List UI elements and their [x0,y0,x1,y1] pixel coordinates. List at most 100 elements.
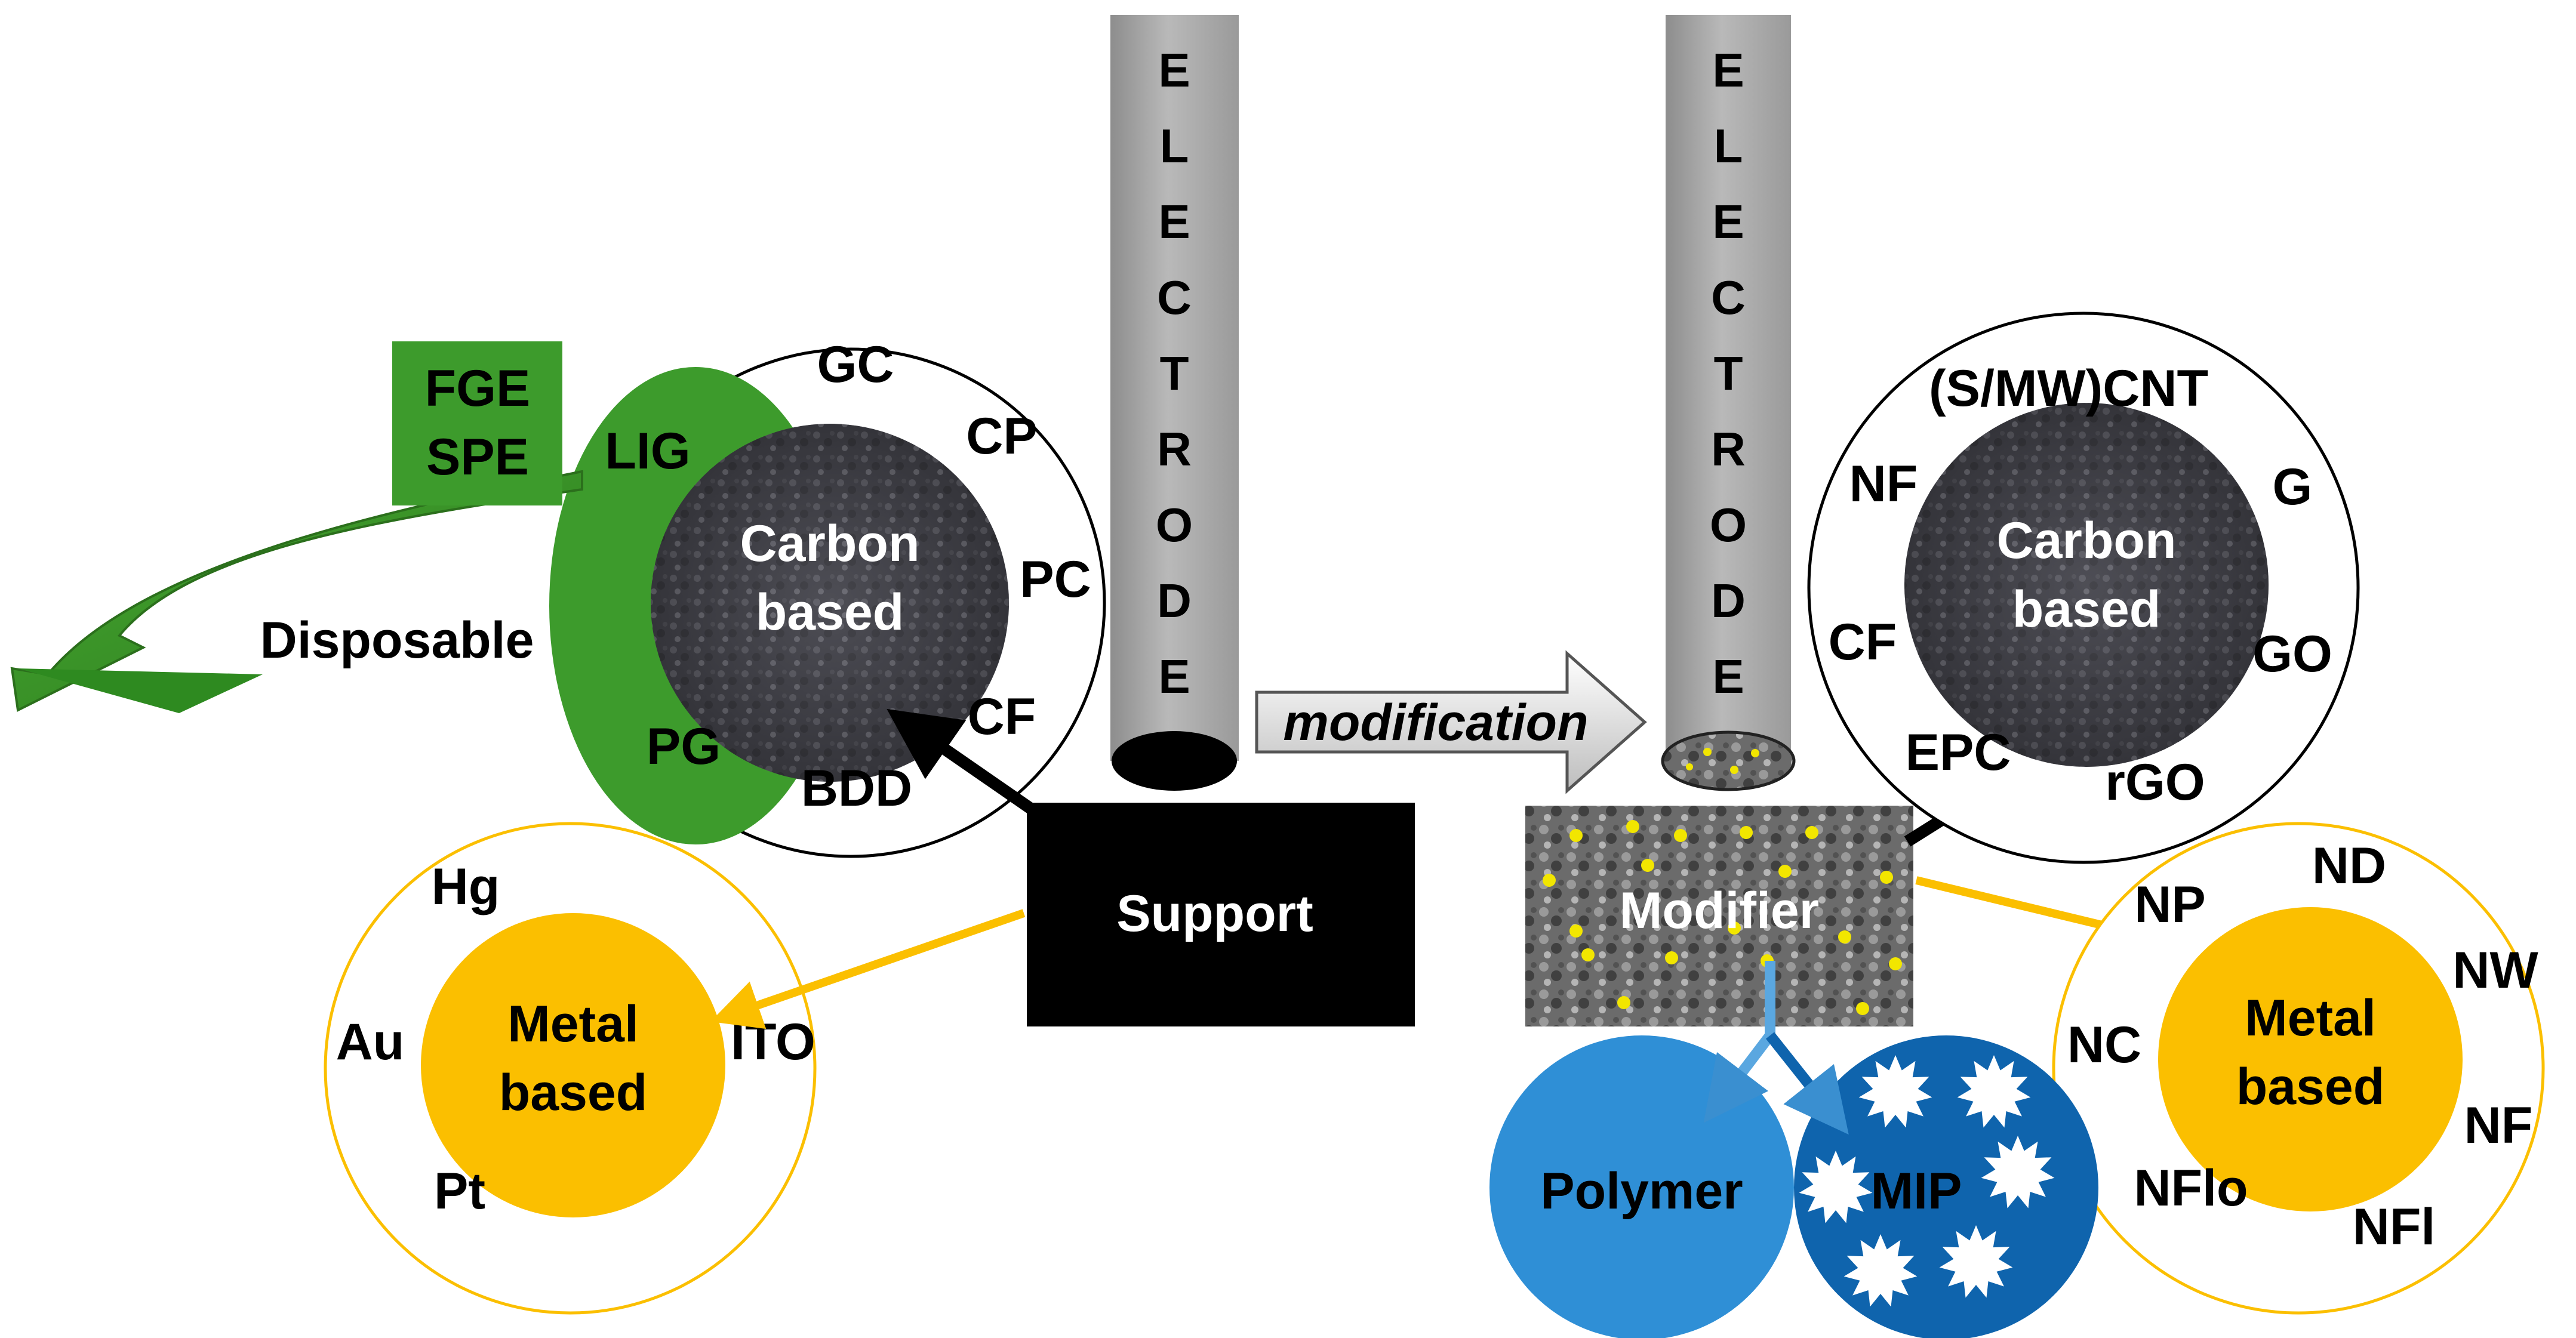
support-group: Support [1027,803,1415,1026]
left-carbon-item-cf: CF [968,688,1036,745]
left-electrode-letter: D [1157,574,1192,627]
right-metal-core-line2: based [2236,1058,2385,1115]
right-carbon-item-go: GO [2252,625,2332,683]
left-electrode-letter: L [1160,119,1189,172]
disposable-box-line1: FGE [425,360,531,417]
disposable-arrow-head [18,668,263,713]
modifier-dot [1543,874,1556,887]
left-carbon-item-cp: CP [966,408,1037,465]
modifier-dot [1740,826,1753,839]
tip-dot [1686,763,1693,770]
right-carbon-core-line1: Carbon [1997,512,2177,569]
modifier-dot [1889,957,1902,970]
right-metal-item-nw: NW [2452,942,2538,999]
left-carbon-item-gc: GC [817,336,894,393]
modifier-dot [1569,829,1583,842]
mip-star [1981,1136,2055,1208]
left-electrode-body [1110,15,1239,761]
mip-star [1957,1055,2031,1128]
left-electrode-letter: O [1156,498,1193,551]
left-electrode-letter: T [1160,347,1189,400]
left-carbon-core-shade [651,424,1009,782]
modifier-dots [1543,820,1902,1015]
left-metal-item-pt: Pt [434,1163,485,1220]
modification-arrow: modification [1255,650,1647,794]
left-metal-core [421,913,725,1217]
modifier-dot [1674,829,1687,842]
right-metal-item-np: NP [2134,876,2205,933]
right-electrode-letter: E [1712,650,1744,703]
mip-star [1939,1225,2013,1298]
right-metal-group: Metal based ND NP NW NC NF NFlo NFl [2052,822,2545,1315]
modifier-dot [1805,826,1818,839]
right-metal-item-nd: ND [2312,837,2386,895]
modifier-label: Modifier [1620,882,1819,939]
disposable-label: Disposable [260,612,534,669]
modifier-dot [1728,921,1741,935]
left-carbon-core-line2: based [756,584,904,641]
right-electrode-tip [1661,730,1796,791]
modifier-dot [1569,924,1583,938]
modifier-dot [1626,820,1639,833]
left-metal-core-line1: Metal [507,995,639,1053]
polymer-label: Polymer [1540,1163,1743,1220]
right-carbon-core-line2: based [2012,581,2161,638]
tip-dot [1751,749,1759,757]
left-metal-item-au: Au [336,1013,405,1071]
left-metal-core-line2: based [499,1064,648,1121]
right-electrode-letter: L [1714,119,1743,172]
tip-dot [1703,748,1712,756]
modifier-dot [1665,951,1678,964]
left-metal-item-hg: Hg [432,858,500,915]
mip-label: MIP [1871,1163,1962,1220]
mip-star [1858,1055,1932,1128]
modifier-dot [1617,996,1630,1009]
right-carbon-group: Carbon based (S/MW)CNT NF G CF GO EPC rG… [1807,312,2360,864]
right-metal-core [2158,907,2463,1211]
right-carbon-item-rgo: rGO [2105,754,2205,811]
right-carbon-item-nf: NF [1849,455,1918,513]
left-electrode-letter: E [1158,195,1190,248]
disposable-box-line2: SPE [426,428,529,486]
right-carbon-item-g: G [2273,458,2313,516]
modifier-group: Modifier [1525,806,1913,1026]
left-metal-group: Metal based Hg ITO Pt Au [324,822,817,1315]
support-to-metal-arrow [710,909,1026,1029]
right-carbon-item-cf: CF [1829,613,1897,671]
tip-dot [1730,766,1738,774]
modification-arrow-shape [1255,650,1647,794]
mip-star [1799,1151,1873,1223]
mip-stars [1799,1055,2055,1307]
modifier-dot [1880,871,1893,884]
right-metal-item-nflo: NFlo [2134,1160,2248,1217]
left-metal-item-ito: ITO [731,1013,815,1071]
modifier-dot [1641,859,1654,872]
right-carbon-item-epc: EPC [1906,724,2011,781]
right-metal-item-nc: NC [2067,1016,2141,1074]
right-electrode-body [1666,15,1791,761]
modifier-dot [1838,930,1851,944]
left-carbon-item-pg: PG [647,718,721,775]
modifier-dot [1778,865,1792,878]
modifier-box [1525,806,1913,1026]
right-metal-item-nfl: NFl [2353,1198,2436,1256]
left-electrode-letter: E [1158,650,1190,703]
left-electrode-letter: E [1158,44,1190,97]
disposable-box [392,341,562,505]
modifier-dot [1581,948,1595,961]
left-carbon-item-bdd: BDD [801,760,912,817]
left-carbon-item-pc: PC [1020,551,1091,608]
support-to-carbon-arrow [887,708,1060,832]
right-electrode-letter: E [1712,195,1744,248]
support-box [1027,803,1415,1026]
modifier-dot [1856,1002,1869,1015]
right-metal-item-nf: NF [2464,1097,2533,1154]
polymer-mip-group: Polymer MIP [1489,1035,2098,1338]
modifier-to-mip-arrow [1765,1032,1849,1135]
right-electrode-letter: O [1710,498,1747,551]
